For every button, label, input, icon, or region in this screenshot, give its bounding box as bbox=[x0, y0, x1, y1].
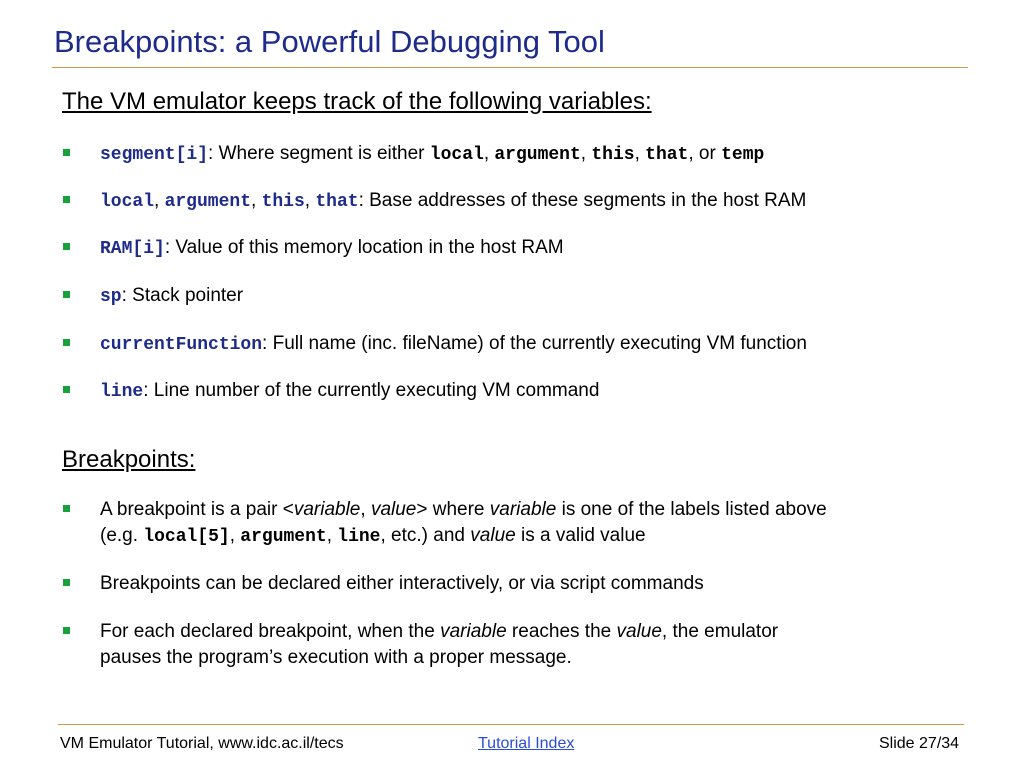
slide-number: Slide 27/34 bbox=[879, 735, 960, 752]
code-term: local bbox=[429, 145, 484, 165]
text-run: , bbox=[580, 143, 592, 164]
text-run: is a valid value bbox=[515, 525, 646, 546]
code-term: temp bbox=[721, 145, 765, 165]
code-term: currentFunction bbox=[100, 335, 263, 355]
text-run: , bbox=[483, 143, 495, 164]
italic-term: variable bbox=[440, 621, 507, 642]
list-item-sp: sp: Stack pointer bbox=[62, 283, 972, 310]
text-run: , bbox=[326, 525, 338, 546]
code-term: this bbox=[261, 192, 305, 212]
title-divider bbox=[52, 67, 968, 68]
list-item-declaration: Breakpoints can be declared either inter… bbox=[62, 571, 972, 597]
text-run: : Where segment is either bbox=[208, 143, 430, 164]
code-term: that bbox=[315, 192, 359, 212]
code-term: that bbox=[645, 145, 689, 165]
tutorial-index-link[interactable]: Tutorial Index bbox=[478, 735, 575, 752]
section-heading-breakpoints: Breakpoints: bbox=[62, 446, 196, 473]
list-item-line: line: Line number of the currently execu… bbox=[62, 378, 972, 405]
italic-term: value bbox=[470, 525, 516, 546]
bullet-square-icon bbox=[63, 149, 70, 156]
text-run: (e.g. bbox=[100, 525, 144, 546]
text-run: For each declared breakpoint, when the bbox=[100, 621, 441, 642]
code-term: segment[i] bbox=[100, 145, 209, 165]
text-run: reaches the bbox=[506, 621, 617, 642]
list-item-base-addresses: local, argument, this, that: Base addres… bbox=[62, 188, 972, 215]
code-term: RAM[i] bbox=[100, 239, 165, 259]
text-run: : Base addresses of these segments in th… bbox=[358, 190, 807, 211]
code-term: sp bbox=[100, 287, 122, 307]
bullet-square-icon bbox=[63, 505, 70, 512]
list-item-pause: For each declared breakpoint, when the v… bbox=[62, 619, 972, 671]
text-run: , bbox=[304, 190, 316, 211]
text-run: , bbox=[229, 525, 241, 546]
code-term: local bbox=[100, 192, 155, 212]
italic-term: value bbox=[616, 621, 662, 642]
text-run: Breakpoints can be declared either inter… bbox=[100, 573, 704, 594]
list-item-current-function: currentFunction: Full name (inc. fileNam… bbox=[62, 331, 972, 358]
text-run: > where bbox=[416, 499, 490, 520]
code-term: line bbox=[100, 382, 144, 402]
bullet-square-icon bbox=[63, 386, 70, 393]
list-item-segment: segment[i]: Where segment is either loca… bbox=[62, 141, 972, 168]
text-run: is one of the labels listed above bbox=[556, 499, 827, 520]
code-term: argument bbox=[240, 527, 327, 547]
section-heading-variables: The VM emulator keeps track of the follo… bbox=[62, 88, 652, 115]
text-run: , bbox=[251, 190, 262, 211]
text-run: , or bbox=[688, 143, 722, 164]
text-run: : Line number of the currently executing… bbox=[143, 380, 600, 401]
text-run: : Value of this memory location in the h… bbox=[164, 237, 564, 258]
code-term: argument bbox=[494, 145, 581, 165]
bullet-square-icon bbox=[63, 243, 70, 250]
footer-divider bbox=[58, 724, 964, 725]
bullet-square-icon bbox=[63, 579, 70, 586]
text-run: A breakpoint is a pair < bbox=[100, 499, 294, 520]
footer-course-label: VM Emulator Tutorial, www.idc.ac.il/tecs bbox=[60, 735, 344, 752]
text-run: , bbox=[360, 499, 371, 520]
italic-term: value bbox=[370, 499, 417, 520]
code-term: line bbox=[337, 527, 381, 547]
italic-term: variable bbox=[293, 499, 361, 520]
italic-term: variable bbox=[489, 499, 557, 520]
bullet-square-icon bbox=[63, 291, 70, 298]
text-run: , the emulator bbox=[661, 621, 779, 642]
slide-title: Breakpoints: a Powerful Debugging Tool bbox=[54, 24, 605, 59]
code-term: this bbox=[591, 145, 635, 165]
bullet-square-icon bbox=[63, 627, 70, 634]
code-term: argument bbox=[164, 192, 251, 212]
text-run: , bbox=[154, 190, 165, 211]
bullet-square-icon bbox=[63, 339, 70, 346]
text-run: , bbox=[634, 143, 646, 164]
text-run: : Stack pointer bbox=[121, 285, 244, 306]
list-item-ram: RAM[i]: Value of this memory location in… bbox=[62, 235, 972, 262]
list-item-breakpoint-pair: A breakpoint is a pair <variable, value>… bbox=[62, 497, 972, 550]
bullet-square-icon bbox=[63, 196, 70, 203]
text-run: pauses the program’s execution with a pr… bbox=[100, 647, 572, 668]
text-run: : Full name (inc. fileName) of the curre… bbox=[262, 333, 807, 354]
code-term: local[5] bbox=[143, 527, 230, 547]
text-run: , etc.) and bbox=[380, 525, 471, 546]
